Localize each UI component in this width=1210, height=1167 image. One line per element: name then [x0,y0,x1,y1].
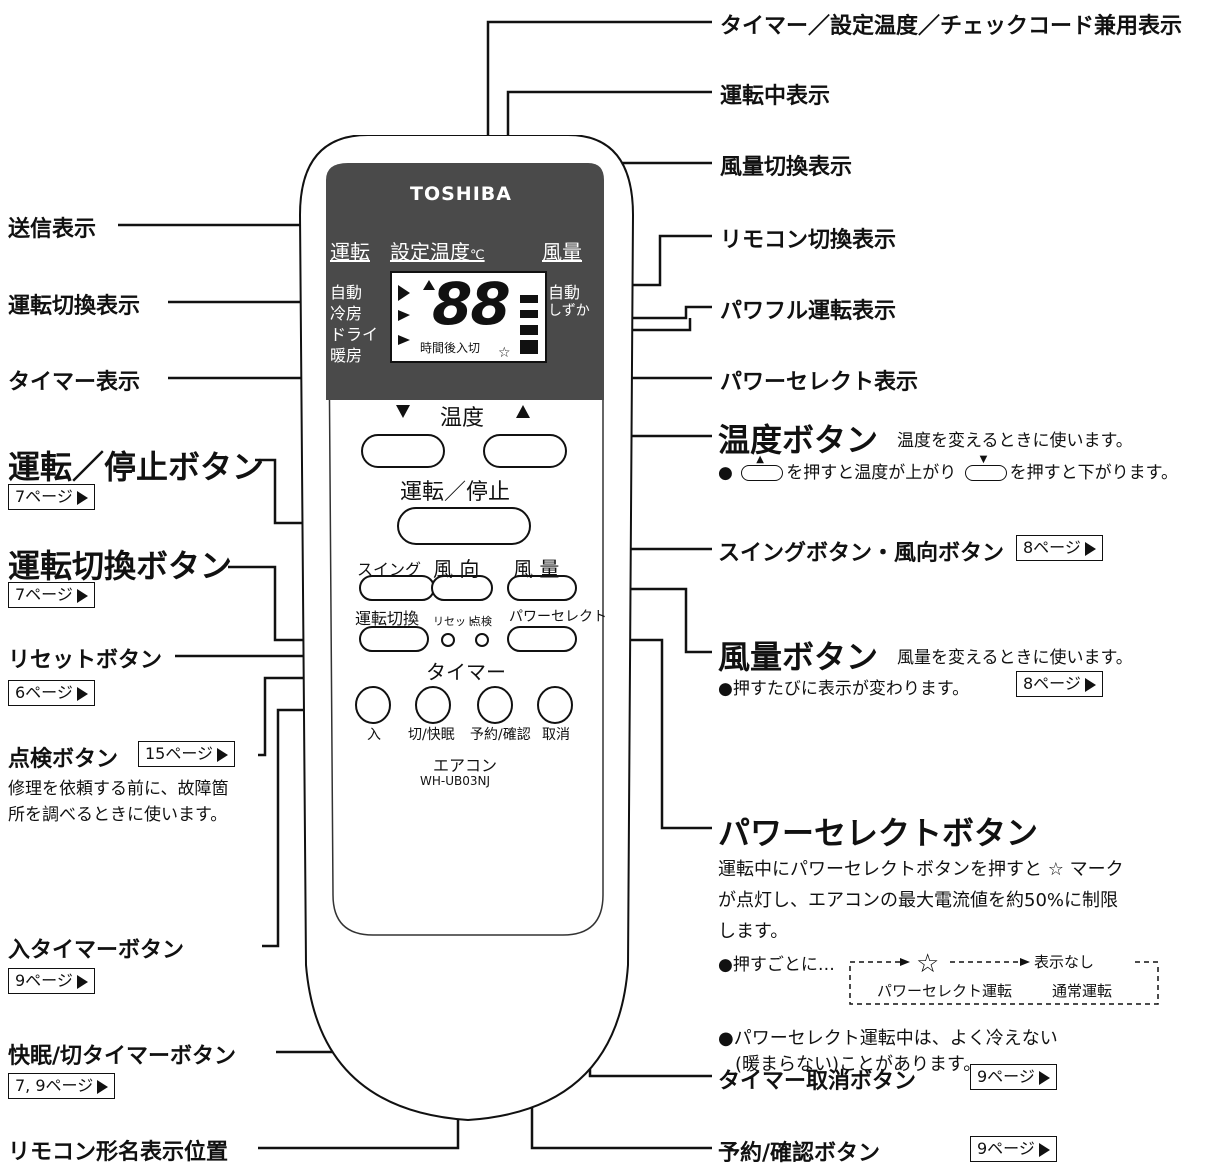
fan-label: 風 量 [513,557,560,581]
run-stop-label: 運転／停止 [400,480,511,505]
temp-label: 温度 [440,406,485,431]
callout-running-display: 運転中表示 [720,84,831,109]
callout-temp-button: 温度ボタン [718,421,879,459]
callout-power-select-button: パワーセレクトボタン [718,814,1039,852]
ps-cycle-none: 表示なし [1034,953,1095,971]
callout-timer-display: タイマー／設定温度／チェックコード兼用表示 [720,14,1183,39]
ps-desc-1: 運転中にパワーセレクトボタンを押すと ☆ マーク [718,859,1124,880]
ps-cycle-diagram: ☆ [849,949,1159,1005]
fan-auto: 自動 [548,283,581,302]
ps-cycle-b: 通常運転 [1052,982,1113,1000]
lcd-timer-labels: 時間後入切 [420,341,481,355]
callout-power-select-display: パワーセレクト表示 [720,370,919,395]
ps-cycle-a: パワーセレクト運転 [877,982,1013,1000]
timer-reserve-label: 予約/確認 [470,727,531,743]
remote-control: ☆ [298,135,635,1122]
mode-dry: ドライ [330,325,379,344]
mode-cool: 冷房 [330,304,363,323]
callout-send-display: 送信表示 [8,217,97,242]
mode-heat: 暖房 [330,346,363,365]
fan-quiet: しずか [548,303,590,319]
callout-reserve: 予約/確認ボタン [718,1141,881,1166]
sleep-timer-page-ref[interactable]: 7, 9ページ [8,1073,116,1099]
callout-cancel-timer: タイマー取消ボタン [718,1069,917,1094]
callout-timer-display-2: タイマー表示 [8,370,141,395]
check-page-ref[interactable]: 15ページ [138,741,236,767]
callout-run-stop-button: 運転／停止ボタン [8,448,265,486]
svg-text:☆: ☆ [916,949,939,979]
svg-text:☆: ☆ [498,345,511,361]
reset-label: リセット [433,615,477,628]
callout-fan-display: 風量切換表示 [720,155,853,180]
model-name: エアコン [433,756,498,775]
direction-label: 風 向 [433,557,480,581]
reset-page-ref[interactable]: 6ページ [8,680,95,706]
power-select-label: パワーセレクト [509,609,607,625]
callout-powerful-display: パワフル運転表示 [720,299,897,324]
model-code: WH-UB03NJ [420,774,491,788]
brand-logo: TOSHIBA [410,183,512,205]
callout-remote-switch-display: リモコン切換表示 [720,228,897,253]
check-desc-1: 修理を依頼する前に、故障箇 [8,779,229,799]
callout-sleep-timer: 快眠/切タイマーボタン [8,1044,237,1069]
fan-button-note: ●押すたびに表示が変わります。 [718,679,970,699]
timer-off-label: 切/快眠 [408,727,455,743]
ps-note-2: (暖まらない)ことがあります。 [735,1054,982,1075]
check-desc-2: 所を調べるときに使います。 [8,805,228,825]
header-mode: 運転 [330,240,370,264]
ps-desc-2: が点灯し、エアコンの最大電流値を約50%に制限 [718,890,1119,911]
callout-check-button: 点検ボタン [8,747,119,772]
reserve-page-ref[interactable]: 9ページ [970,1136,1057,1162]
timer-cancel-label: 取消 [542,727,570,743]
callout-fan-button: 風量ボタン [718,638,879,676]
lcd-digits: 88 [432,270,511,338]
callout-mode-display: 運転切換表示 [8,294,141,319]
callout-mode-button: 運転切換ボタン [8,547,233,585]
ps-note-1: ●パワーセレクト運転中は、よく冷えない [718,1028,1058,1049]
star-icon: ☆ [1047,859,1064,880]
callout-model-position: リモコン形名表示位置 [8,1140,229,1165]
mode-auto: 自動 [330,283,363,302]
temp-button-note: ● ▲を押すと温度が上がり ▼を押すと下がります。 [718,454,1178,483]
callout-swing-button: スイングボタン・風向ボタン [718,541,1005,566]
fan-page-ref[interactable]: 8ページ [1016,671,1103,697]
cancel-timer-page-ref[interactable]: 9ページ [970,1064,1057,1090]
header-temp: 設定温度℃ [390,240,485,264]
timer-label: タイマー [426,660,506,684]
swing-page-ref[interactable]: 8ページ [1016,535,1103,561]
timer-on-label: 入 [367,727,381,743]
fan-button-desc: 風量を変えるときに使います。 [897,648,1133,668]
run-stop-page-ref[interactable]: 7ページ [8,484,95,510]
ps-cycle-prefix: ●押すごとに… [718,955,835,975]
callout-on-timer: 入タイマーボタン [8,938,185,963]
header-fan: 風量 [542,240,582,264]
mode-switch-label: 運転切換 [355,609,420,628]
mode-page-ref[interactable]: 7ページ [8,582,95,608]
callout-reset-button: リセットボタン [8,648,163,673]
check-label: 点検 [470,615,492,628]
temp-button-desc: 温度を変えるときに使います。 [897,431,1133,451]
swing-label: スイング [357,560,422,579]
ps-desc-3: します。 [718,921,789,942]
on-timer-page-ref[interactable]: 9ページ [8,968,95,994]
